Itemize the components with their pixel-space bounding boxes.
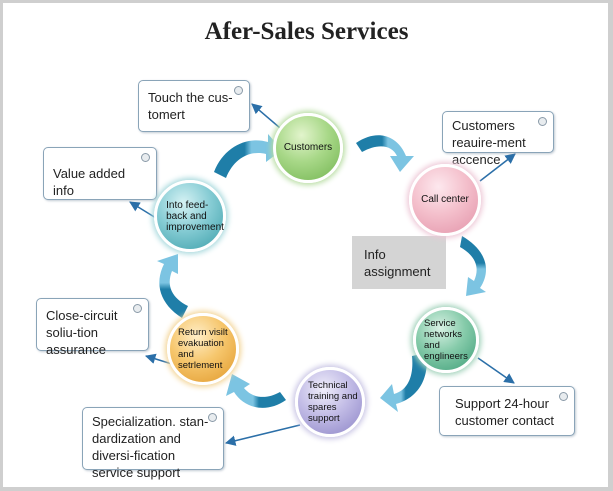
node-label: Technical training and spares support [308,380,358,424]
flow-arrow-return-to-feedback [157,254,188,318]
pin-icon [559,392,568,401]
flow-arrow-feedback-to-customers [214,134,282,178]
note-text: Specialization. stan-dardization and div… [92,414,209,480]
node-label: Into feed-back and improvement [166,199,224,233]
node-return-visit[interactable]: Return visilt evakuation and setrlement [167,313,239,385]
note-text: Support 24-hour customer contact [455,396,554,428]
node-label: Customers [283,142,333,153]
flow-arrow-customers-to-callcenter [356,135,414,172]
info-assignment-text: Info assignment [364,247,431,279]
note-touch-customer: Touch the cus-tomert [138,80,250,132]
note-customers-requirement: Customers reauire-ment accence [442,111,554,167]
flow-arrow-service-to-training [380,353,427,412]
note-text: Customers reauire-ment accence [452,118,526,167]
node-technical-training[interactable]: Technical training and spares support [295,367,365,437]
note-value-added: Value added info [43,147,157,200]
pin-icon [538,117,547,126]
note-text: Close-circuit soliu-tion assurance [46,308,118,357]
node-call-center[interactable]: Call center [409,164,481,236]
node-customers[interactable]: Customers [273,113,343,183]
connector-service-support [477,357,515,384]
connector-callcenter-requirement [479,153,516,182]
node-label: Service networks and englineers [424,318,468,362]
node-label: Return visilt evakuation and setrlement [178,327,228,371]
pin-icon [234,86,243,95]
diagram-title: Afer-Sales Services [204,18,409,45]
note-text: Value added info [53,166,126,198]
note-support-24h: Support 24-hour customer contact [439,386,575,436]
node-feedback[interactable]: Into feed-back and improvement [154,180,226,252]
flow-arrow-callcenter-to-service [460,236,486,296]
flow-arrow-training-to-return [226,374,286,408]
pin-icon [141,153,150,162]
note-text: Touch the cus-tomert [148,90,233,122]
note-close-circuit: Close-circuit soliu-tion assurance [36,298,149,357]
pin-icon [208,413,217,422]
connector-customers-touch [251,103,281,129]
connector-feedback-value [129,201,157,219]
connector-training-specialization [224,424,301,446]
node-service-networks[interactable]: Service networks and englineers [413,307,479,373]
note-specialization: Specialization. stan-dardization and div… [82,407,224,480]
connector-return-close [144,353,173,365]
pin-icon [133,304,142,313]
info-assignment-box: Info assignment [352,236,446,289]
node-label: Call center [421,194,469,205]
